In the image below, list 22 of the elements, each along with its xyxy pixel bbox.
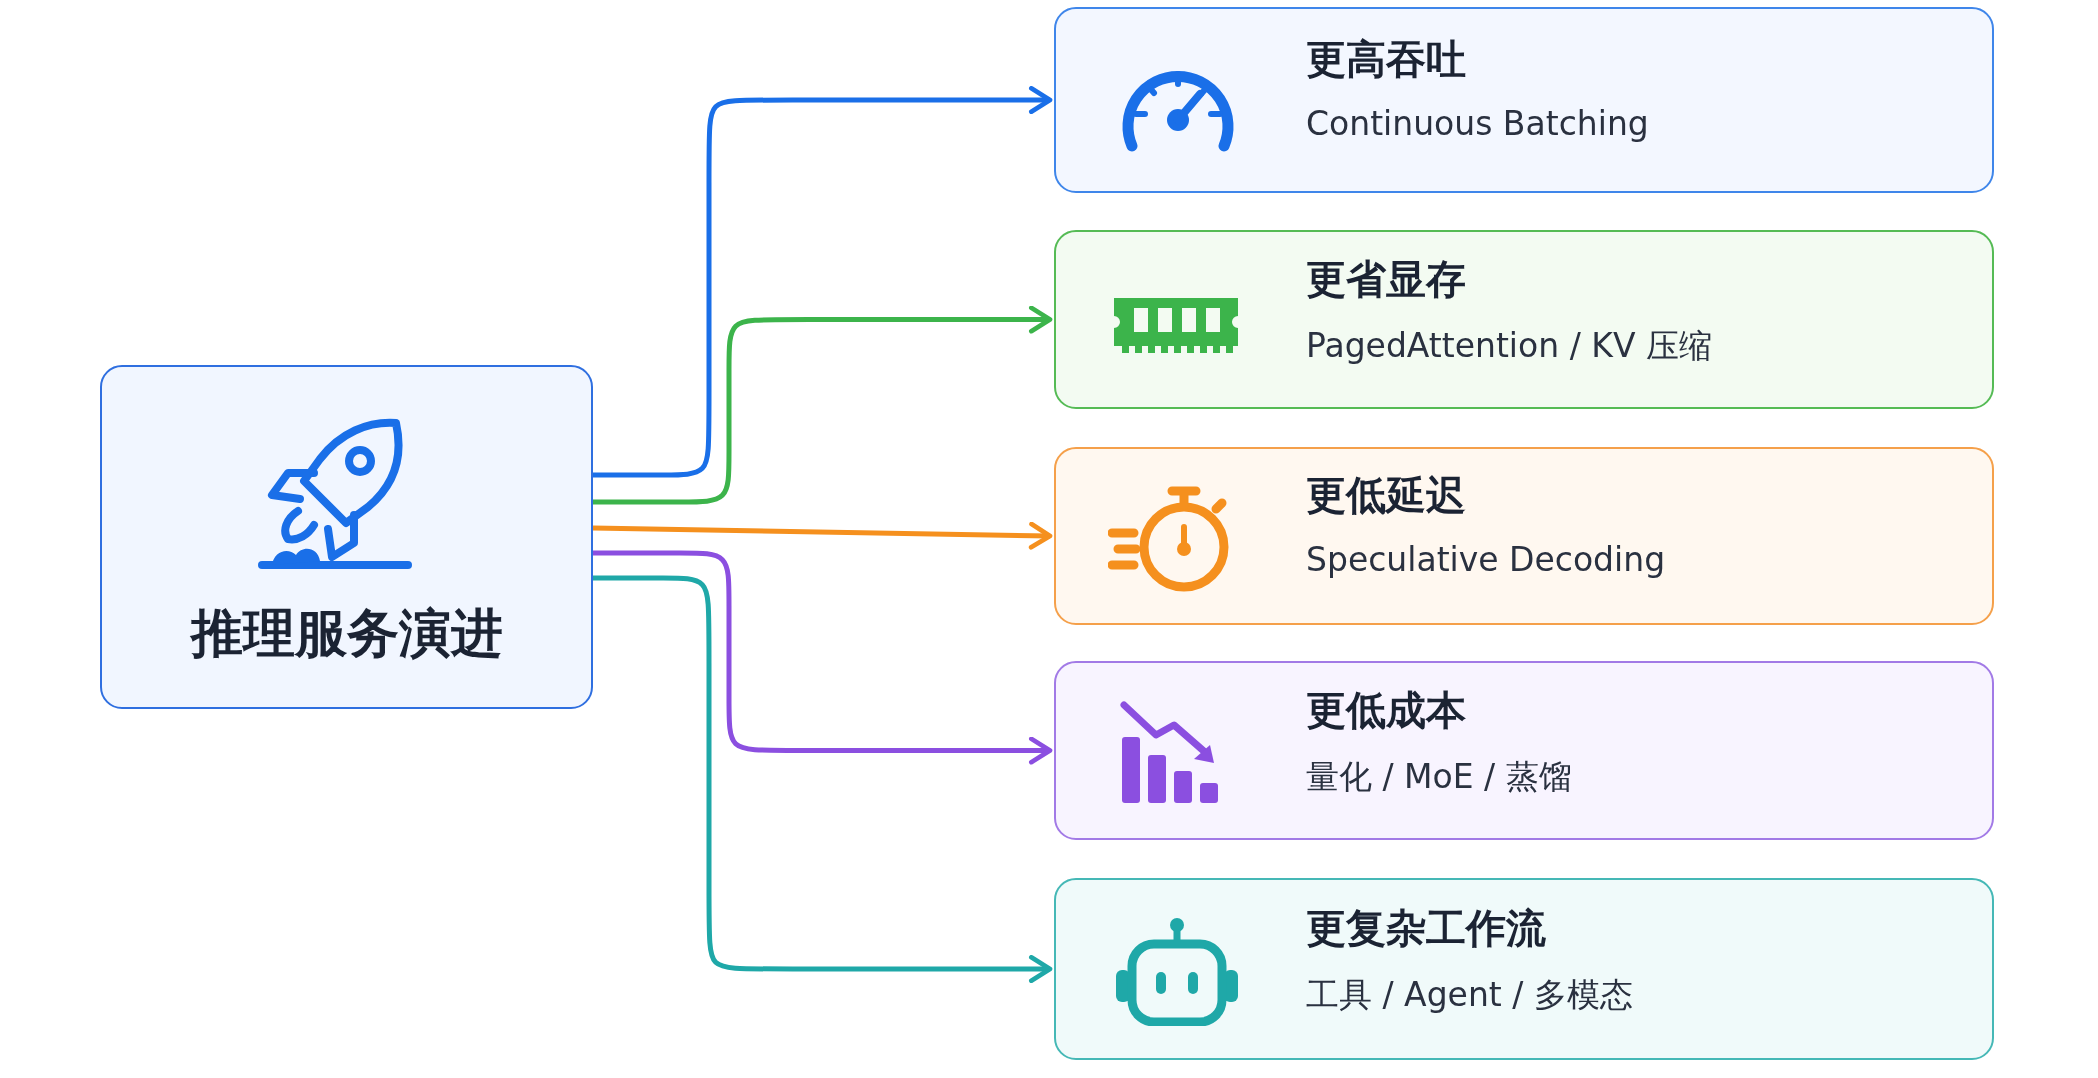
card-subtitle: Continuous Batching — [1306, 104, 1649, 143]
card-subtitle: PagedAttention / KV 压缩 — [1306, 324, 1712, 367]
arrow — [593, 575, 1053, 983]
arrow — [593, 86, 1053, 478]
card-title: 更复杂工作流 — [1306, 904, 1546, 953]
card-subtitle: Speculative Decoding — [1306, 540, 1666, 579]
card-title: 更低延迟 — [1306, 471, 1466, 520]
feature-card — [1054, 447, 1994, 625]
card-subtitle: 量化 / MoE / 蒸馏 — [1306, 755, 1572, 798]
feature-card — [1054, 661, 1994, 840]
card-title: 更省显存 — [1306, 254, 1466, 304]
feature-card — [1054, 230, 1994, 409]
arrow — [593, 550, 1053, 765]
card-title: 更低成本 — [1306, 685, 1466, 735]
root-title: 推理服务演进 — [189, 602, 504, 665]
root-box — [100, 365, 593, 709]
feature-card — [1054, 7, 1994, 193]
card-title: 更高吞吐 — [1306, 35, 1466, 84]
arrow — [592, 521, 1053, 550]
card-subtitle: 工具 / Agent / 多模态 — [1306, 974, 1633, 1016]
arrow — [593, 305, 1053, 505]
feature-card — [1054, 878, 1994, 1060]
